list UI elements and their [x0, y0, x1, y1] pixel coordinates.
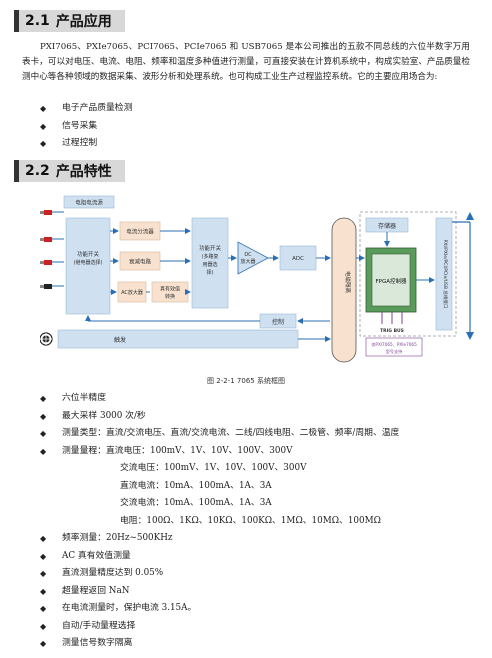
diamond-bullet-icon: ◆: [40, 446, 47, 456]
dc-amplifier-label: DC: [244, 252, 252, 258]
diamond-bullet-icon: ◆: [40, 551, 47, 561]
controller-frame: [359, 211, 457, 337]
diamond-bullet-icon: ◆: [40, 121, 47, 131]
trigger-box: [57, 329, 299, 349]
diamond-bullet-icon: ◆: [40, 621, 47, 631]
range-line: 交流电压：100mV、1V、10V、100V、300V: [120, 463, 307, 473]
diamond-bullet-icon: ◆: [40, 394, 47, 403]
rms-converter-sublabel: 转换: [165, 293, 175, 300]
function-switch-1-label: 功能开关: [77, 250, 100, 258]
dc-amplifier-sublabel: 放大器: [240, 258, 255, 265]
diamond-bullet-icon: ◆: [40, 569, 47, 578]
list-item: ◆测量信号数字隔离: [40, 635, 399, 653]
diamond-bullet-icon: ◆: [40, 586, 47, 596]
figure-caption: 图 2-2-1 7065 系统框图: [207, 377, 285, 385]
section-title: 产品应用: [55, 14, 112, 30]
function-switch-1-box: [65, 217, 111, 315]
control-label: 控制: [272, 318, 284, 326]
bus-interface-box: [435, 217, 453, 331]
range-line: 交流电流：10mA、100mA、1A、3A: [120, 498, 272, 508]
section-number: 2.2: [25, 163, 50, 179]
ac-amplifier-label: AC放大器: [121, 289, 143, 296]
adc-label: ADC: [292, 256, 304, 262]
list-item: ◆超量程返回 NaN: [40, 583, 399, 601]
fpga-chip: [371, 253, 411, 307]
resistor-current-source-label: 电阻电流源: [75, 199, 103, 207]
list-item: ◆AC 真有效值测量: [40, 548, 399, 566]
function-switch-2-sublabel: (多路复: [202, 253, 219, 260]
input-terminals: [40, 210, 64, 289]
list-item: ◆最大采样 3000 次/秒: [40, 408, 399, 426]
list-item: ◆频率测量：20Hz~500KHz: [40, 530, 399, 548]
current-divider-label: 电流分流器: [126, 228, 154, 236]
function-switch-2-sublabel: 用器选: [202, 261, 217, 268]
dc-amplifier-triangle: [237, 241, 269, 275]
function-switch-1-sublabel: (继电器选择): [74, 259, 103, 266]
trig-note-line2: 型号支持: [386, 348, 403, 355]
diamond-bullet-icon: ◆: [40, 604, 47, 613]
bus-arrow-down-icon: [466, 332, 474, 340]
list-item: ◆电子产品质量检测: [40, 100, 132, 118]
list-item: ◆测量量程：直流电压：100mV、1V、10V、100V、300V: [40, 443, 399, 461]
diamond-bullet-icon: ◆: [40, 104, 47, 113]
function-switch-2-label: 功能开关: [199, 244, 222, 252]
adc-box: [279, 245, 317, 271]
rms-converter-label: 真有效值: [160, 286, 180, 293]
bus-interface-label: PXI/PXIe/PCI/PCIe/USB 总线接口: [442, 240, 449, 309]
list-item: ◆过程控制: [40, 135, 132, 153]
trig-note-line1: 仅PXI7065、PXIe7065: [371, 341, 417, 348]
range-line: 电阻：100Ω、1KΩ、10KΩ、100KΩ、1MΩ、10MΩ、100MΩ: [120, 515, 381, 526]
trig-bus-label: TRIG BUS: [380, 328, 404, 334]
trig-note-box: [365, 337, 423, 357]
diamond-bullet-icon: ◆: [40, 139, 47, 148]
memory-label: 存储器: [378, 222, 396, 230]
isolation-label: 电磁隔离: [344, 271, 352, 294]
list-item: ◆自动/手动量程选择: [40, 618, 399, 636]
function-switch-2-sublabel: 择): [207, 269, 214, 276]
section-title: 产品特性: [55, 164, 112, 180]
list-item: ◆信号采集: [40, 118, 132, 136]
attenuator-label: 衰减电路: [129, 258, 152, 266]
function-switch-2-box: [191, 217, 229, 309]
trigger-label: 触发: [114, 336, 126, 344]
diamond-bullet-icon: ◆: [40, 429, 47, 438]
section-heading-2-1: 2.1 产品应用: [14, 10, 125, 32]
diamond-bullet-icon: ◆: [40, 411, 47, 421]
trigger-connector-icon: [40, 332, 53, 346]
feature-list: ◆六位半精度 ◆最大采样 3000 次/秒 ◆测量类型：直流/交流电压、直流/交…: [40, 390, 399, 653]
bus-arrow-up-icon: [466, 212, 474, 220]
resistor-current-source-box: [63, 195, 115, 209]
diamond-bullet-icon: ◆: [40, 534, 47, 543]
section-heading-2-2: 2.2 产品特性: [14, 160, 125, 182]
application-list: ◆电子产品质量检测 ◆信号采集 ◆过程控制: [40, 100, 132, 153]
fpga-label: FPGA控制器: [375, 277, 407, 285]
isolation-box: [331, 217, 357, 363]
list-item: ◆直流测量精度达到 0.05%: [40, 565, 399, 583]
intro-paragraph: PXI7065、PXIe7065、PCI7065、PCIe7065 和 USB7…: [22, 42, 470, 82]
system-block-diagram: 电阻电流源 功能开关 (继电器选择) 电流分流器 衰减电路 AC放大器 真有效值…: [40, 195, 474, 363]
list-item: ◆测量类型：直流/交流电压、直流/交流电流、二线/四线电阻、二极管、频率/周期、…: [40, 425, 399, 443]
section-number: 2.1: [25, 13, 50, 29]
diamond-bullet-icon: ◆: [40, 639, 47, 648]
list-item: ◆六位半精度: [40, 390, 399, 408]
range-line: 直流电流：10mA、100mA、1A、3A: [120, 480, 272, 491]
list-item: ◆在电流测量时，保护电流 3.15A。: [40, 600, 399, 618]
